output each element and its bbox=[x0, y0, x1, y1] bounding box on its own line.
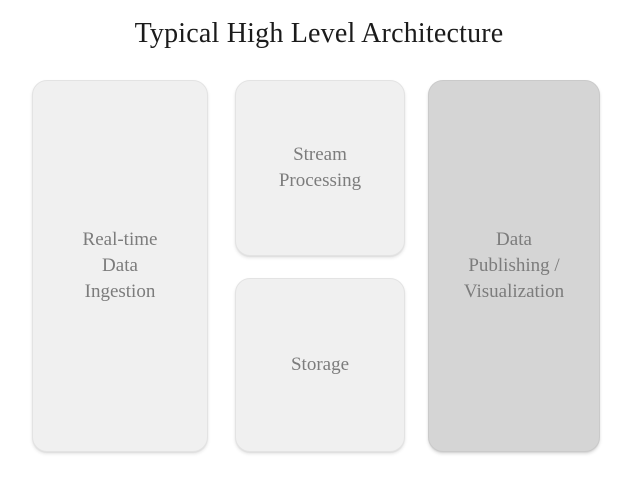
architecture-box-stream-processing[interactable]: Stream Processing bbox=[235, 80, 405, 256]
architecture-box-real-time-data-ingestion[interactable]: Real-time Data Ingestion bbox=[32, 80, 208, 452]
architecture-box-label: Data Publishing / Visualization bbox=[463, 229, 565, 302]
architecture-box-label: Storage bbox=[290, 354, 350, 375]
page-title: Typical High Level Architecture bbox=[134, 18, 504, 49]
architecture-box-label: Stream Processing bbox=[278, 144, 362, 191]
architecture-box-data-publishing-visualization[interactable]: Data Publishing / Visualization bbox=[428, 80, 600, 452]
architecture-box-storage[interactable]: Storage bbox=[235, 278, 405, 452]
architecture-box-label: Real-time Data Ingestion bbox=[82, 229, 158, 302]
